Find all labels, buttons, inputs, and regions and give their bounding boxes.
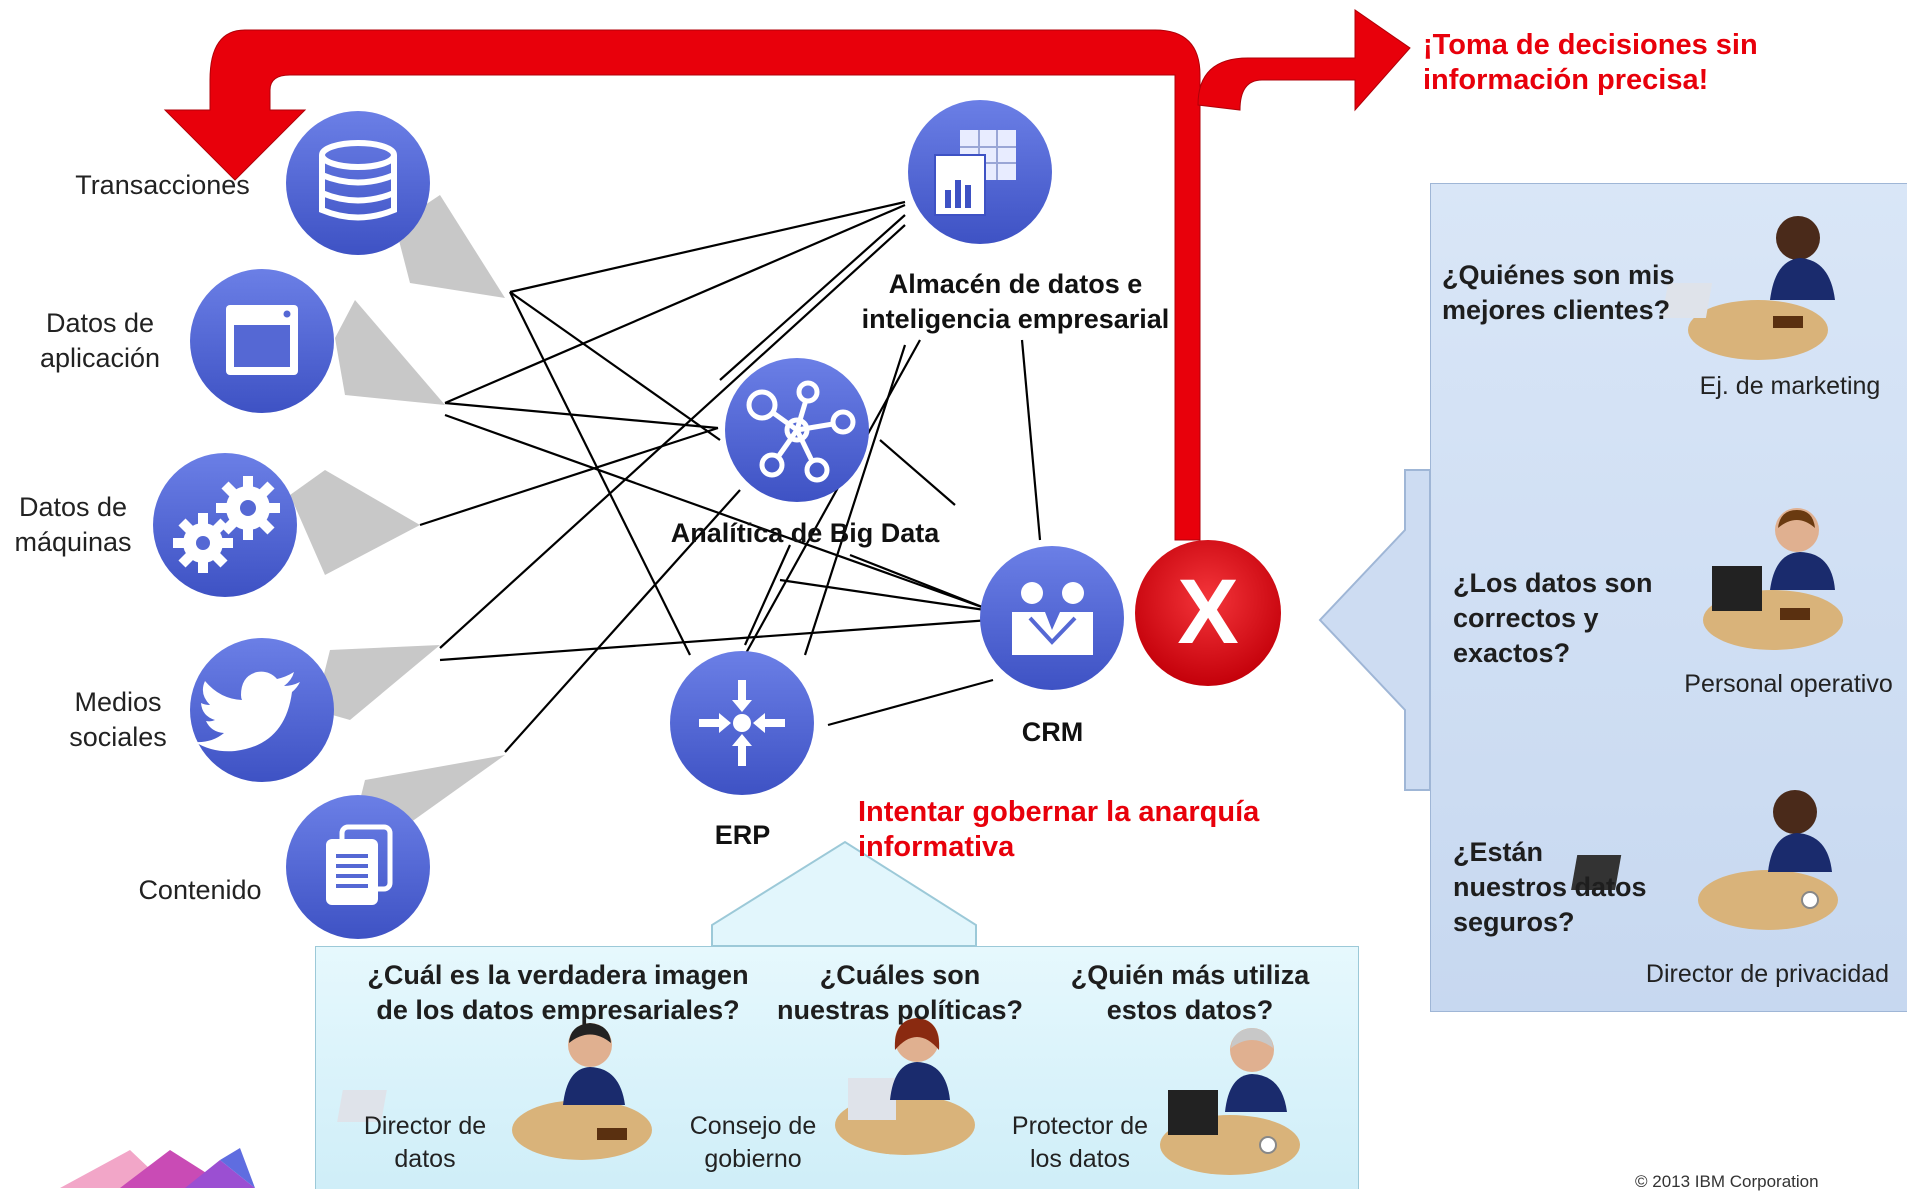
- question-best-customers: ¿Quiénes son mis mejores clientes?: [1442, 260, 1675, 325]
- right-questions-panel: [1430, 183, 1907, 1012]
- corner-logo: [60, 1148, 255, 1188]
- role-governance-council: Consejo de gobierno: [689, 1112, 817, 1173]
- red-flow-arrow: [163, 29, 1201, 541]
- warehouse-label: Almacén de datos e inteligencia empresar…: [861, 269, 1170, 334]
- source-label-social: Medios sociales: [69, 687, 167, 752]
- gears-icon: [173, 476, 280, 573]
- x-error-symbol: X: [1177, 561, 1238, 663]
- question-data-correct: ¿Los datos son correctos y exactos?: [1453, 568, 1653, 668]
- crm-circle: [980, 546, 1124, 690]
- warehouse-cube-icon: [934, 130, 1016, 216]
- copyright-notice: © 2013 IBM Corporation: [1635, 1172, 1819, 1191]
- question-who-uses: ¿Quién más utiliza estos datos?: [1070, 960, 1310, 1025]
- role-data-protector: Protector de los datos: [1011, 1112, 1149, 1173]
- source-label-contenido: Contenido: [138, 875, 262, 905]
- crm-label: CRM: [1021, 717, 1084, 747]
- person-data-director-icon: [337, 1023, 652, 1160]
- role-marketing: Ej. de marketing: [1699, 372, 1881, 400]
- role-data-director: Director de datos: [363, 1112, 487, 1173]
- input-arrow-1: [395, 195, 505, 298]
- headline-bottom: Intentar gobernar la anarquía informativ…: [858, 796, 1260, 863]
- documents-icon: [326, 824, 393, 905]
- converge-arrows-icon: [699, 680, 785, 766]
- database-icon: [319, 140, 397, 221]
- question-true-picture: ¿Cuál es la verdadera imagen de los dato…: [367, 960, 749, 1025]
- input-arrow-4: [315, 645, 440, 720]
- input-arrow-2: [335, 300, 445, 405]
- person-operations-icon: [1703, 508, 1843, 650]
- role-privacy: Director de privacidad: [1645, 960, 1890, 988]
- app-window-icon: [226, 305, 298, 375]
- role-operations: Personal operativo: [1684, 670, 1893, 698]
- twitter-bird-icon: [195, 671, 300, 752]
- question-policies: ¿Cuáles son nuestras políticas?: [776, 960, 1024, 1025]
- person-privacy-icon: [1571, 790, 1838, 930]
- source-label-maquinas: Datos de máquinas: [14, 492, 132, 557]
- person-data-protector-icon: [1160, 1028, 1300, 1175]
- x-error-circle: [1135, 540, 1281, 686]
- question-data-secure: ¿Están nuestros datos seguros?: [1453, 837, 1647, 937]
- source-label-transacciones: Transacciones: [75, 170, 250, 200]
- analytics-label: Analítica de Big Data: [670, 518, 940, 548]
- person-governance-icon: [835, 1018, 975, 1155]
- headline-top: ¡Toma de decisiones sin información prec…: [1423, 29, 1758, 96]
- connection-lines: [419, 200, 1042, 753]
- erp-label: ERP: [714, 820, 771, 850]
- red-branch-arrow: [1197, 9, 1411, 112]
- input-arrow-3: [290, 470, 420, 575]
- analytics-network-icon: [746, 380, 856, 483]
- person-marketing-icon: [1661, 216, 1835, 360]
- bottom-callout-arrow: [711, 840, 977, 947]
- source-label-aplicacion: Datos de aplicación: [39, 308, 161, 373]
- right-callout-arrow: [1318, 469, 1431, 791]
- handshake-icon: [1012, 582, 1093, 655]
